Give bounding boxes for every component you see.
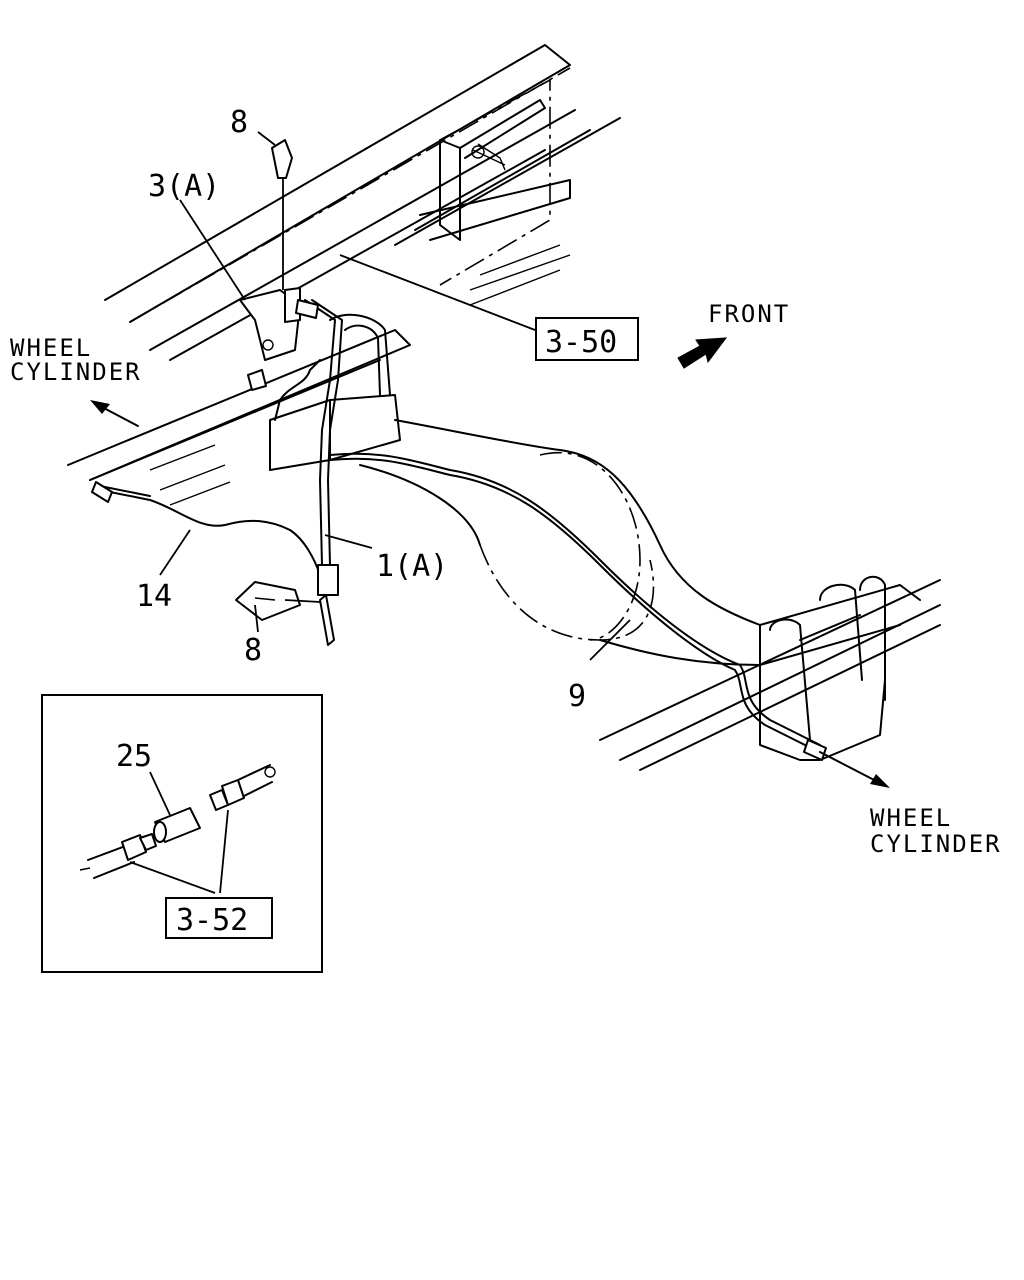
axle-housing: [269, 313, 941, 771]
brake-line-14: [91, 481, 321, 576]
wheel-cylinder-arrow-right-icon: [819, 751, 890, 788]
brake-hose-1a: [304, 299, 343, 646]
clip-8-top: [271, 139, 293, 290]
label-3a: 3(A): [148, 169, 220, 204]
label-wheel-left-2: CYLINDER: [10, 358, 142, 386]
label-1a: 1(A): [376, 549, 448, 584]
wheel-cylinder-arrow-left-icon: [90, 400, 139, 427]
front-arrow-icon: [677, 337, 728, 369]
label-ref-3-50: 3-50: [545, 325, 617, 360]
junction-block-3a: [239, 287, 319, 391]
label-9: 9: [568, 679, 586, 714]
label-25: 25: [116, 739, 152, 774]
inset-detail: 25 3-52: [41, 694, 323, 973]
label-8-top: 8: [230, 105, 248, 140]
label-ref-3-52: 3-52: [176, 903, 248, 938]
label-wheel-right-2: CYLINDER: [870, 830, 1002, 858]
ref-box-3-50: 3-50: [535, 317, 639, 361]
brake-line-9: [274, 359, 827, 761]
leaf-spring: [67, 329, 411, 506]
label-14: 14: [136, 579, 172, 614]
frame-rail: [104, 44, 621, 361]
union-25: [153, 807, 201, 843]
label-wheel-right-1: WHEEL: [870, 804, 952, 832]
leader-lines: [159, 131, 631, 661]
label-wheel-left-1: WHEEL: [10, 334, 92, 362]
label-8-bottom: 8: [244, 633, 262, 668]
label-front: FRONT: [708, 300, 790, 328]
clip-8-bottom: [235, 581, 321, 621]
